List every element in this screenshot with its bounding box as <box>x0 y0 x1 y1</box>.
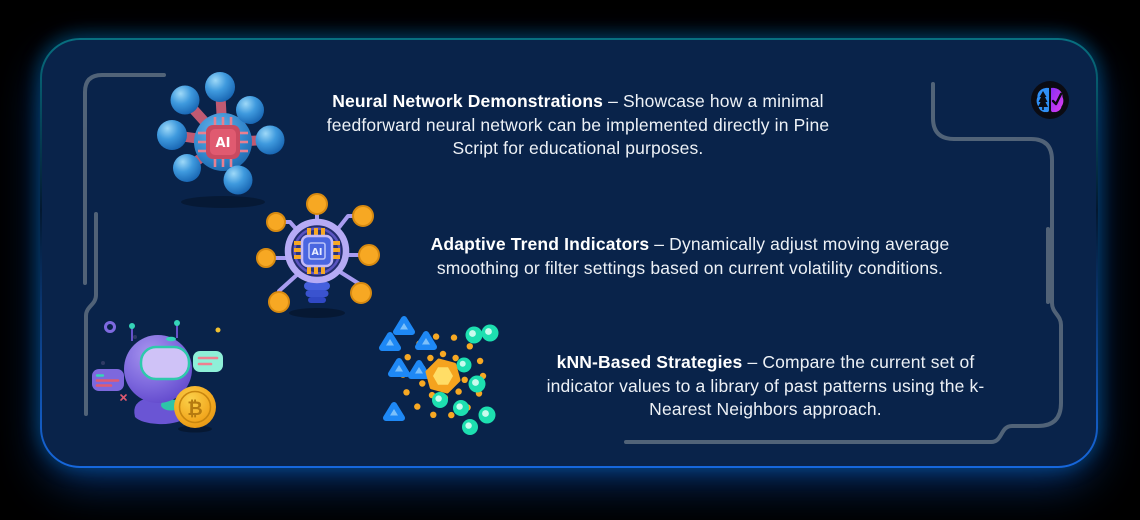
knn-scatter-icon <box>379 316 499 435</box>
feature-1-description: – Showcase how a minimal feedforward neu… <box>326 91 830 158</box>
feature-2-description: – Dynamically adjust moving average smoo… <box>436 234 950 278</box>
feature-3-description: – Compare the current set of indicator v… <box>546 352 985 419</box>
feature-2-text: Adaptive Trend Indicators – Dynamically … <box>410 233 970 280</box>
ai-chip: AI <box>198 117 248 167</box>
svg-text:AI: AI <box>312 247 323 258</box>
knn-circle-points <box>432 324 499 435</box>
svg-text:₿: ₿ <box>187 398 202 420</box>
feature-3-text: kNN-Based Strategies – Compare the curre… <box>533 351 998 422</box>
feature-2-title: Adaptive Trend Indicators <box>430 234 650 254</box>
ai-chip-lightbulb-icon: AI <box>256 193 380 318</box>
feature-3-title: kNN-Based Strategies <box>556 352 743 372</box>
bitcoin-coin-icon: ₿ <box>174 386 216 433</box>
ai-chip: AI <box>294 228 340 274</box>
knn-query-hexagon <box>425 358 461 394</box>
robot-visor <box>139 345 191 381</box>
brand-logo-icon <box>1031 81 1069 119</box>
svg-text:AI: AI <box>216 136 231 151</box>
crypto-robot-icon: ₿ <box>92 320 223 433</box>
neural-network-icon: AI <box>157 72 285 208</box>
feature-1-title: Neural Network Demonstrations <box>332 91 604 111</box>
chat-bubble-right <box>193 351 223 372</box>
chat-bubble-left <box>92 369 124 391</box>
knn-triangle-points <box>379 316 437 421</box>
feature-1-text: Neural Network Demonstrations – Showcase… <box>318 90 838 161</box>
